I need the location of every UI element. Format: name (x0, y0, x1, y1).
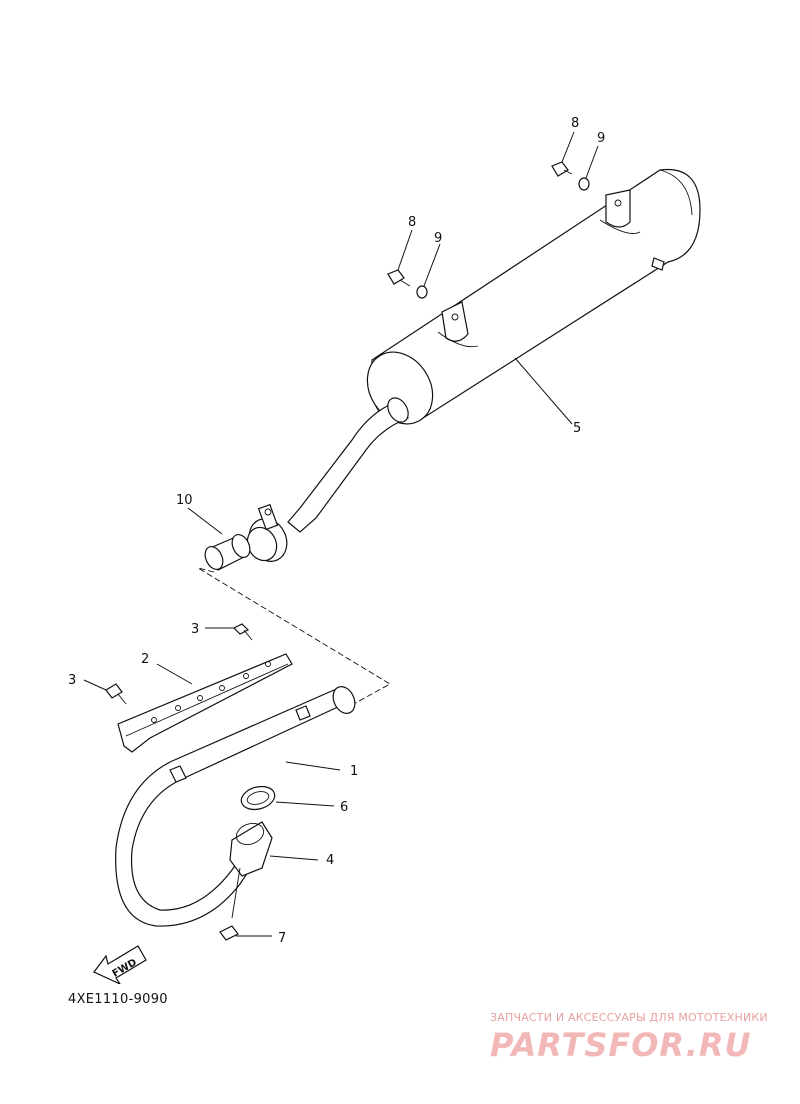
gasket-sleeve[interactable] (202, 532, 254, 573)
callout-8-lower: 8 (408, 215, 416, 230)
callout-6: 6 (340, 800, 348, 815)
fwd-arrow-icon: FWD (92, 938, 152, 986)
callout-3-lower: 3 (68, 673, 76, 688)
washer-9-upper[interactable] (578, 177, 590, 191)
callout-7: 7 (278, 931, 286, 946)
callout-5: 5 (573, 421, 581, 436)
exhaust-flange[interactable] (229, 820, 273, 877)
callout-3-upper: 3 (191, 622, 199, 637)
callout-10: 10 (176, 493, 193, 508)
leader-lines (83, 131, 599, 937)
assembly-line (197, 567, 391, 707)
bolt-8-upper[interactable] (551, 161, 573, 177)
pipe-clamp (246, 503, 288, 562)
watermark-tagline: ЗАПЧАСТИ И АКСЕССУАРЫ ДЛЯ МОТОТЕХНИКИ (490, 1011, 768, 1024)
bolt-3-lower[interactable] (105, 683, 127, 705)
callout-9-upper: 9 (597, 131, 605, 146)
bolt-3-upper[interactable] (232, 623, 253, 641)
heat-guard[interactable] (117, 653, 311, 783)
muffler[interactable] (354, 168, 701, 437)
bolt-8-lower[interactable] (387, 269, 411, 287)
callout-2: 2 (141, 652, 149, 667)
exhaust-header-pipe[interactable] (115, 683, 359, 927)
callout-8-upper: 8 (571, 116, 579, 131)
callout-4: 4 (326, 853, 334, 868)
muffler-inlet-pipe (287, 397, 409, 533)
callout-9-lower: 9 (434, 231, 442, 246)
bolt-7[interactable] (219, 867, 241, 941)
exhaust-gasket-ring[interactable] (239, 783, 278, 813)
drawing-code: 4XE1110-9090 (68, 992, 168, 1007)
watermark-logo: PARTSFOR.RU (490, 1026, 752, 1064)
callout-1: 1 (350, 764, 358, 779)
washer-9-lower[interactable] (416, 285, 428, 299)
